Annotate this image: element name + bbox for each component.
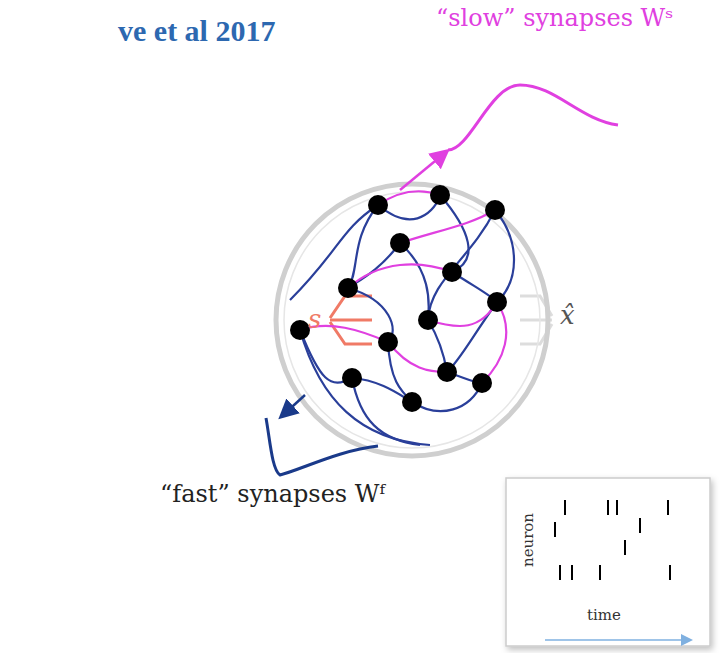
axis-label-vertical: neuron <box>519 513 537 567</box>
fast-synapse-label: “fast” synapses Wᶠ <box>160 480 385 508</box>
input-label: s <box>308 304 321 334</box>
figure-title: ve et al 2017 <box>118 14 275 48</box>
raster-inset: neuron time <box>506 478 710 646</box>
axis-label: time <box>587 606 621 624</box>
slow-synapse-label: “slow” synapses Wˢ <box>436 4 673 32</box>
output-label: x̂ <box>560 300 575 330</box>
